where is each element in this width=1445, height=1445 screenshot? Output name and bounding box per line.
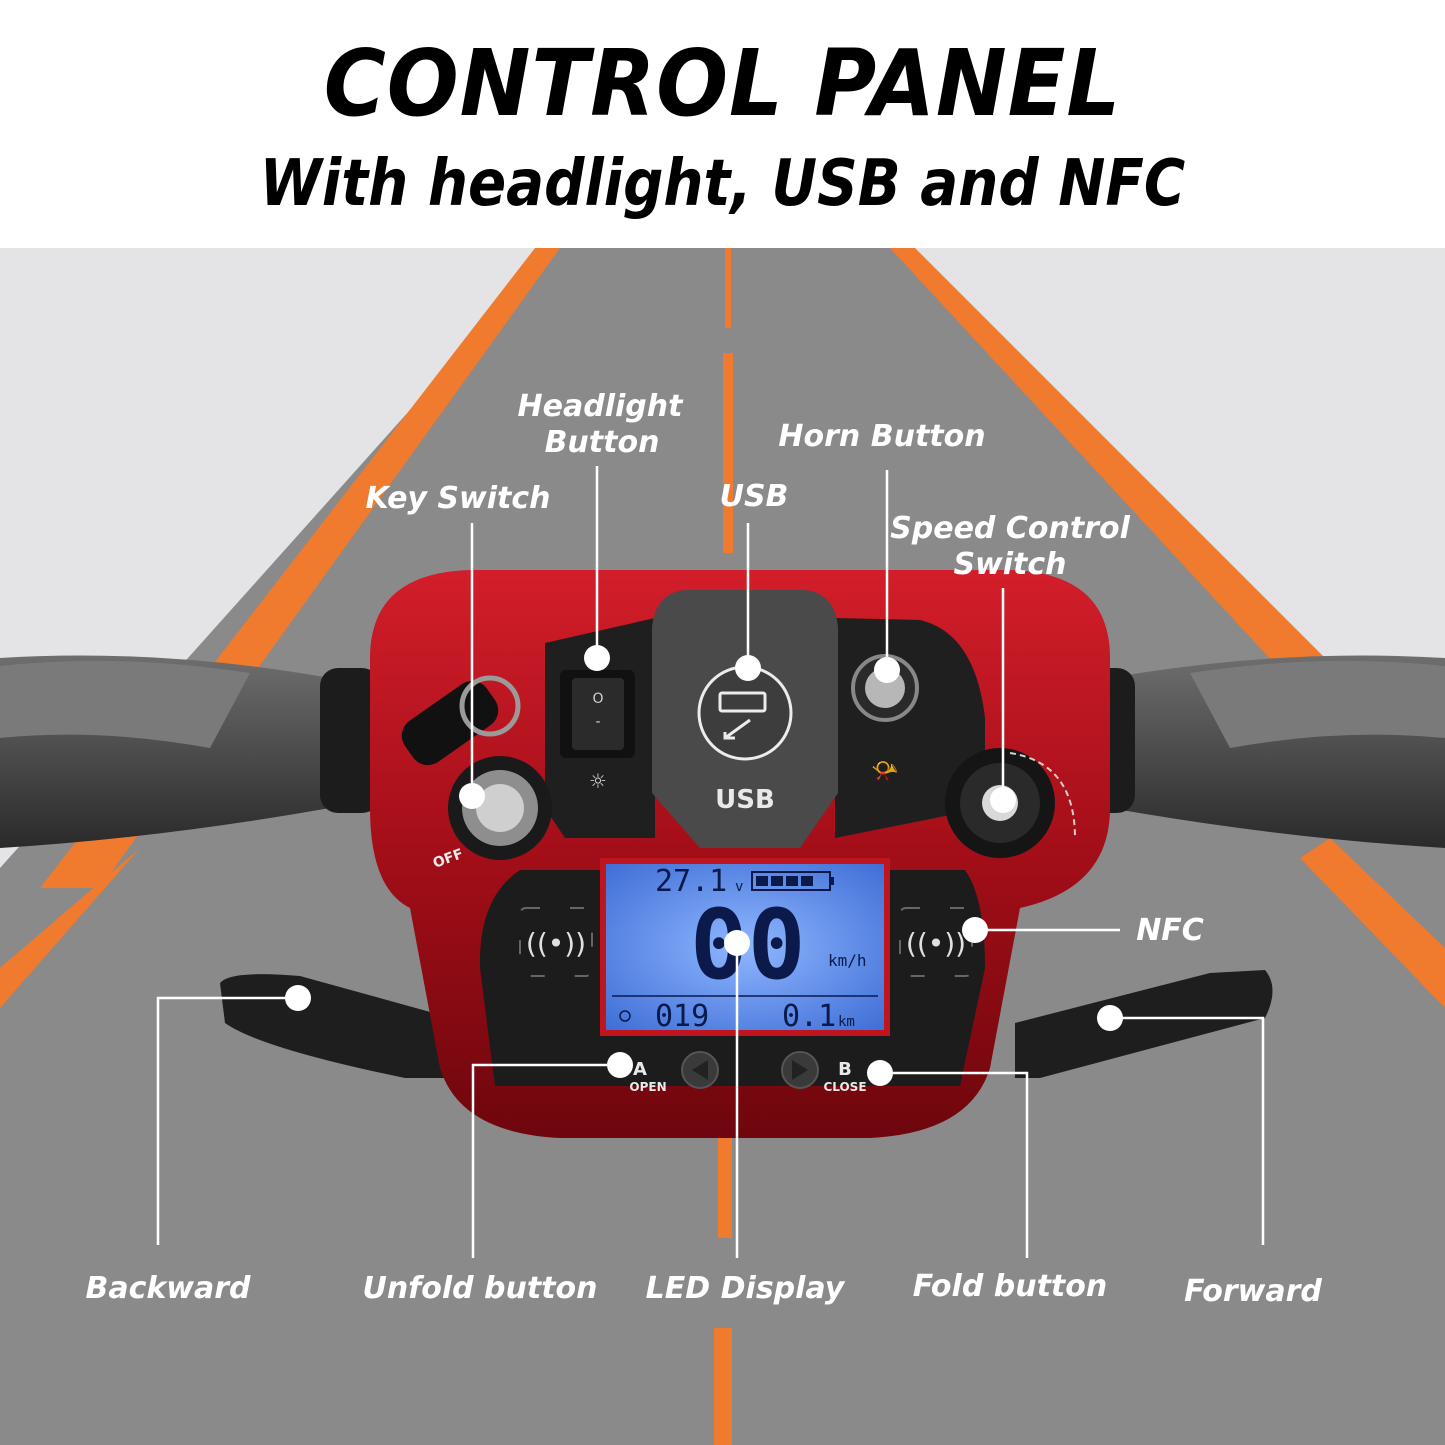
sun-icon: ☼ bbox=[589, 769, 607, 793]
label-unfold: Unfold button bbox=[362, 1271, 597, 1306]
road-stripe-left-lower bbox=[0, 848, 140, 1008]
label-backward: Backward bbox=[85, 1271, 251, 1306]
nfc-right-icon: ((•)) bbox=[906, 927, 966, 960]
label-nfc: NFC bbox=[1136, 913, 1204, 948]
battery-icon bbox=[718, 691, 767, 713]
label-led: LED Display bbox=[646, 1271, 846, 1306]
lcd-odo: 0.1 bbox=[782, 999, 836, 1034]
nfc-pad-left[interactable]: ((•)) bbox=[519, 907, 593, 977]
horn-button[interactable]: 📯 bbox=[851, 654, 919, 784]
led-display: 27.1 v 00 km/h 019 0.1 km bbox=[600, 858, 890, 1036]
label-forward: Forward bbox=[1184, 1274, 1322, 1309]
label-fold: Fold button bbox=[913, 1269, 1107, 1304]
header: CONTROL PANEL With headlight, USB and NF… bbox=[0, 0, 1445, 248]
lcd-battery-icon bbox=[751, 871, 834, 891]
label-key-switch: Key Switch bbox=[365, 481, 550, 516]
button-a-sub: OPEN bbox=[629, 1080, 666, 1094]
page-title: CONTROL PANEL bbox=[323, 30, 1122, 137]
nfc-left-icon: ((•)) bbox=[526, 927, 586, 960]
usb-port[interactable]: USB bbox=[652, 590, 838, 848]
center-dashes bbox=[714, 248, 733, 1445]
horn-icon: 📯 bbox=[871, 759, 898, 784]
button-a-label: A bbox=[633, 1059, 647, 1080]
lcd-speed-unit: km/h bbox=[828, 951, 867, 970]
left-arrow-icon bbox=[692, 1060, 708, 1080]
fold-button[interactable]: B CLOSE bbox=[781, 1051, 867, 1094]
label-headlight-2: Button bbox=[545, 425, 660, 460]
label-speed-1: Speed Control bbox=[890, 511, 1130, 546]
label-headlight-1: Headlight bbox=[518, 389, 685, 424]
label-usb: USB bbox=[720, 479, 789, 514]
road-stripe-right-lower bbox=[1300, 838, 1445, 1008]
plug-icon bbox=[723, 718, 751, 740]
headlight-button[interactable]: O - ☼ bbox=[560, 670, 635, 793]
lcd-voltage-unit: v bbox=[735, 879, 743, 895]
button-b-label: B bbox=[838, 1059, 852, 1080]
usb-port-label: USB bbox=[715, 785, 775, 815]
scene-illustration: O - ☼ USB 📯 OFF bbox=[0, 248, 1445, 1445]
speed-arc bbox=[1009, 752, 1076, 839]
lcd-trip: 019 bbox=[655, 999, 709, 1034]
right-arrow-icon bbox=[792, 1060, 808, 1080]
key-ring bbox=[459, 675, 521, 737]
svg-text:O: O bbox=[592, 691, 603, 707]
key bbox=[401, 680, 499, 766]
svg-text:-: - bbox=[595, 714, 600, 730]
label-speed-2: Switch bbox=[953, 547, 1066, 582]
lcd-odo-unit: km bbox=[838, 1014, 855, 1030]
backward-lever[interactable] bbox=[220, 974, 470, 1078]
key-switch[interactable]: OFF bbox=[395, 674, 552, 872]
unfold-button[interactable]: A OPEN bbox=[629, 1051, 719, 1094]
label-horn: Horn Button bbox=[778, 419, 985, 454]
button-b-sub: CLOSE bbox=[823, 1080, 866, 1094]
forward-lever[interactable] bbox=[1015, 970, 1273, 1078]
lcd-voltage: 27.1 bbox=[655, 864, 727, 899]
leader-lines bbox=[156, 466, 1265, 1258]
leader-dots bbox=[285, 645, 1123, 1086]
left-grip bbox=[0, 655, 380, 848]
page-subtitle: With headlight, USB and NFC bbox=[259, 147, 1186, 221]
lcd-clock-icon bbox=[619, 1010, 631, 1022]
